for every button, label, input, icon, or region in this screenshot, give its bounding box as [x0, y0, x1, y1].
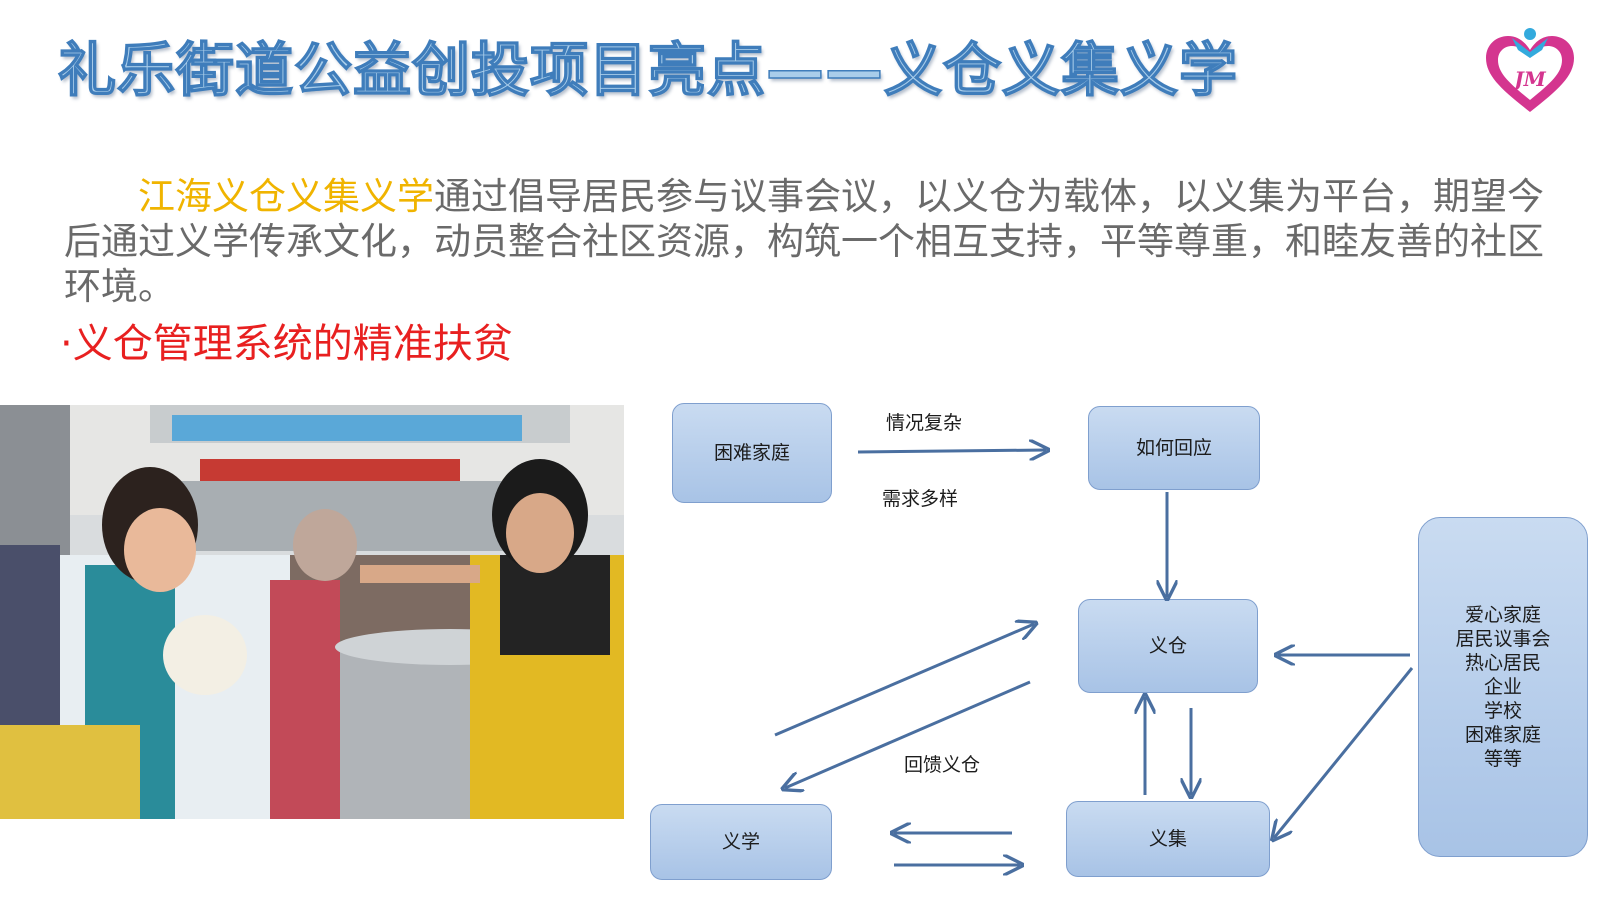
arrow-yixue-to-yicang [774, 624, 1034, 737]
intro-highlight: 江海义仓义集义学 [138, 175, 434, 218]
node-how-respond: 如何回应 [1088, 406, 1260, 490]
volunteers-serving-food-photo [0, 405, 624, 819]
logo-text: JM [1510, 67, 1546, 91]
contributor-item: 居民议事会 [1455, 628, 1551, 650]
slide-title: 礼乐街道公益创投项目亮点——义仓义集义学 [57, 35, 1239, 105]
node-yiji: 义集 [1066, 801, 1270, 877]
contributor-item: 困难家庭 [1464, 724, 1541, 746]
edge-label-diverse: 需求多样 [882, 488, 959, 510]
node-hardship-family: 困难家庭 [672, 403, 832, 503]
bullet-point: ·义仓管理系统的精准扶贫 [60, 321, 513, 367]
contributor-item: 爱心家庭 [1464, 604, 1541, 626]
node-yixue: 义学 [650, 804, 832, 880]
arrow-family-to-respond [857, 450, 1046, 452]
contributor-item: 学校 [1483, 700, 1522, 722]
intro-paragraph: 江海义仓义集义学通过倡导居民参与议事会议，以义仓为载体，以义集为平台，期望今后通… [64, 174, 1554, 309]
heart-logo-icon: JM [1482, 24, 1578, 118]
node-contributors: 爱心家庭 居民议事会 热心居民 企业 学校 困难家庭 等等 [1418, 517, 1588, 857]
contributor-item: 热心居民 [1464, 652, 1541, 674]
edge-label-feedback: 回馈义仓 [904, 754, 981, 776]
arrow-contributors-to-yiji [1274, 667, 1414, 838]
node-yicang: 义仓 [1078, 599, 1258, 693]
intro-text: 通过倡导居民参与议事会议，以义仓为载体，以义集为平台，期望今后通过义学传承文化，… [64, 175, 1544, 308]
edge-label-complex: 情况复杂 [886, 412, 963, 434]
contributor-item: 企业 [1483, 676, 1522, 698]
contributor-item: 等等 [1483, 748, 1522, 770]
